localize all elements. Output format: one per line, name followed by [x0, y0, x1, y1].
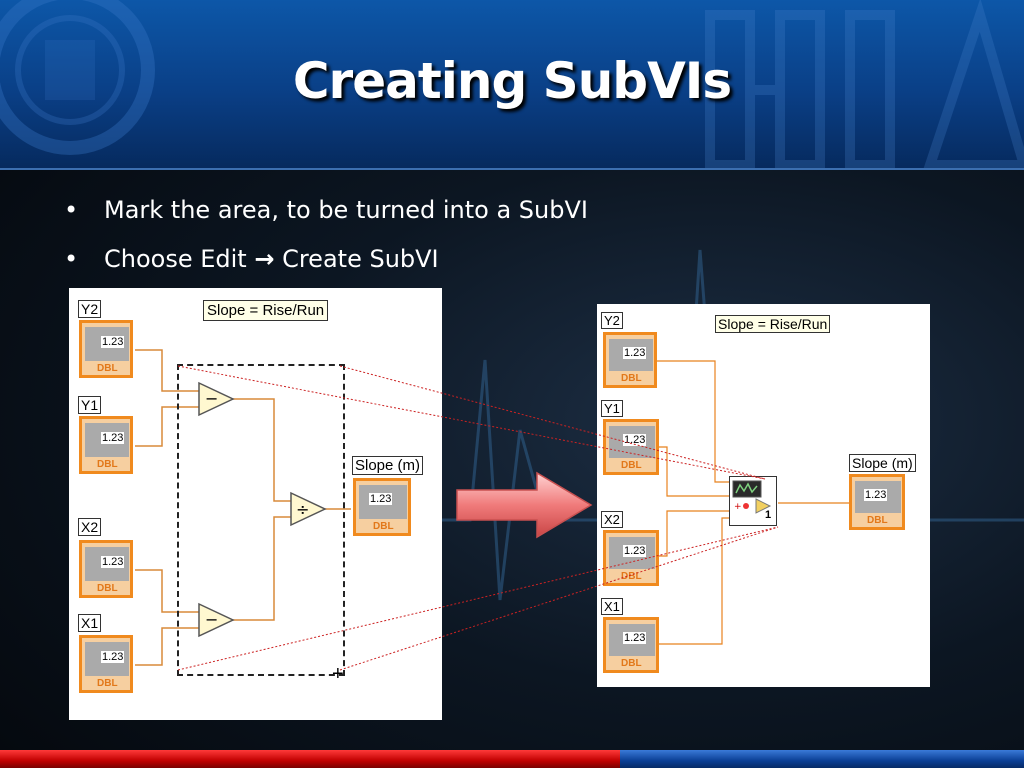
control-label-x2: X2: [601, 511, 623, 528]
control-label-x1: X1: [601, 598, 623, 615]
control-terminal-y2[interactable]: 1.23 DBL: [603, 332, 657, 388]
control-terminal-x2[interactable]: 1.23 DBL: [603, 530, 659, 586]
subvi-node[interactable]: + 1: [729, 476, 777, 526]
type-label: DBL: [621, 373, 642, 384]
crosshair-cursor-icon: +: [332, 663, 344, 685]
numeric-value: 1.23: [623, 434, 647, 446]
subvi-number: 1: [765, 509, 772, 521]
numeric-value: 1.23: [101, 432, 125, 444]
comment-label: Slope = Rise/Run: [715, 315, 831, 333]
indicator-label-slope: Slope (m): [849, 454, 916, 472]
seal-watermark-icon: [0, 0, 155, 155]
numeric-value: 1.23: [623, 347, 647, 359]
comment-label: Slope = Rise/Run: [203, 300, 329, 321]
type-label: DBL: [621, 658, 642, 669]
type-label: DBL: [867, 515, 888, 526]
footer-bar-blue: [620, 750, 1024, 768]
selection-marquee[interactable]: [177, 364, 345, 676]
bullet-text-after: Create SubVI: [274, 245, 439, 273]
bullet-dot: •: [64, 245, 79, 273]
divide-function-icon[interactable]: ÷: [289, 491, 327, 527]
svg-text:÷: ÷: [296, 500, 309, 519]
left-block-diagram: Slope = Rise/Run Y2 1.23 DBL Y1 1.23 DBL…: [69, 288, 442, 720]
type-label: DBL: [373, 521, 394, 532]
type-label: DBL: [97, 459, 118, 470]
control-terminal-x2[interactable]: 1.23 DBL: [79, 540, 133, 598]
control-terminal-y2[interactable]: 1.23 DBL: [79, 320, 133, 378]
control-terminal-x1[interactable]: 1.23 DBL: [79, 635, 133, 693]
control-label-x2: X2: [78, 518, 102, 536]
slide-header: Creating SubVIs: [0, 0, 1024, 170]
control-terminal-y1[interactable]: 1.23 DBL: [603, 419, 659, 475]
indicator-terminal-slope[interactable]: 1.23 DBL: [849, 474, 905, 530]
bullet-item: • Choose Edit → Create SubVI: [64, 245, 439, 273]
slide-title: Creating SubVIs: [292, 52, 732, 110]
big-right-arrow-icon: [456, 471, 593, 539]
control-label-x1: X1: [78, 614, 102, 632]
numeric-value: 1.23: [864, 489, 888, 501]
control-label-y1: Y1: [78, 396, 102, 414]
control-label-y2: Y2: [78, 300, 102, 318]
bullet-text-before: Choose Edit: [104, 245, 255, 273]
footer-bar-red: [0, 750, 620, 768]
numeric-value: 1.23: [623, 632, 647, 644]
numeric-value: 1.23: [101, 336, 125, 348]
control-terminal-x1[interactable]: 1.23 DBL: [603, 617, 659, 673]
type-label: DBL: [97, 363, 118, 374]
svg-text:+: +: [734, 502, 742, 512]
bullet-item: • Mark the area, to be turned into a SubV…: [64, 196, 588, 224]
control-label-y2: Y2: [601, 312, 623, 329]
right-arrow-icon: →: [254, 245, 275, 273]
indicator-terminal-slope[interactable]: 1.23 DBL: [353, 478, 411, 536]
control-label-y1: Y1: [601, 400, 623, 417]
right-block-diagram: Slope = Rise/Run Y2 1.23 DBL Y1 1.23 DBL…: [597, 304, 930, 687]
numeric-value: 1.23: [101, 651, 125, 663]
logo-watermark-icon: [705, 0, 1024, 168]
bullet-dot: •: [64, 196, 79, 224]
type-label: DBL: [97, 678, 118, 689]
bullet-text: Mark the area, to be turned into a SubVI: [104, 196, 588, 224]
type-label: DBL: [621, 571, 642, 582]
type-label: DBL: [97, 583, 118, 594]
numeric-value: 1.23: [101, 556, 125, 568]
numeric-value: 1.23: [369, 493, 393, 505]
control-terminal-y1[interactable]: 1.23 DBL: [79, 416, 133, 474]
numeric-value: 1.23: [623, 545, 647, 557]
subvi-icon: +: [732, 480, 772, 514]
indicator-label-slope: Slope (m): [352, 456, 424, 475]
type-label: DBL: [621, 460, 642, 471]
